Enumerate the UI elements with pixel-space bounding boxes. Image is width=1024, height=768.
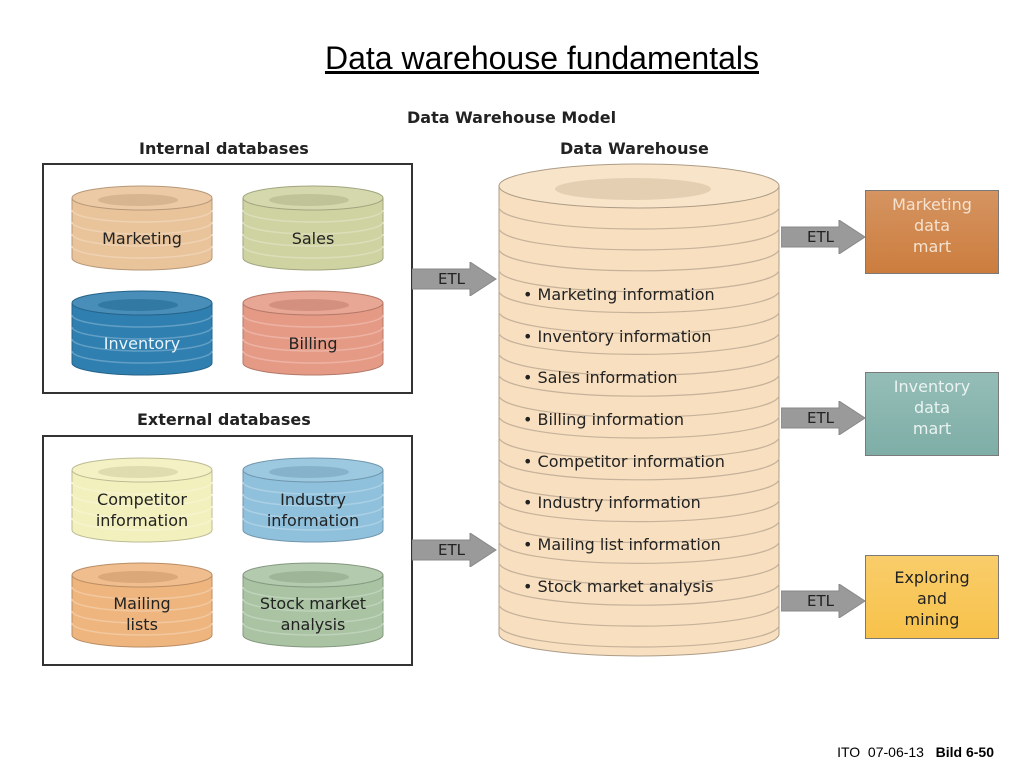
db-inventory-label: Inventory: [103, 334, 181, 353]
etl-arrow-internal: [412, 262, 497, 296]
etl-label-marketing-mart: ETL: [807, 228, 834, 246]
warehouse-heading: Data Warehouse: [560, 139, 709, 158]
db-competitor: Competitor information: [70, 456, 214, 544]
warehouse-item-list: • Marketing information • Inventory info…: [523, 284, 783, 618]
slide-footer: ITO 07-06-13 Bild 6-50: [837, 744, 994, 760]
db-inventory: Inventory: [70, 289, 214, 377]
db-stock: Stock market analysis: [241, 561, 385, 649]
etl-label-internal: ETL: [438, 270, 465, 288]
warehouse-item: • Inventory information: [523, 326, 712, 346]
db-mailing-label: Mailing lists: [113, 594, 171, 634]
db-marketing: Marketing: [70, 184, 214, 272]
warehouse-item: • Competitor information: [523, 451, 725, 471]
db-billing: Billing: [241, 289, 385, 377]
warehouse-item: • Industry information: [523, 493, 701, 513]
marketing-data-mart-label: Marketing data mart: [892, 195, 972, 256]
etl-arrow-exploring: [781, 584, 866, 618]
exploring-mining-label: Exploring and mining: [894, 568, 970, 629]
warehouse-item: • Stock market analysis: [523, 576, 714, 596]
exploring-mining-box: Exploring and mining: [865, 555, 999, 639]
warehouse-item: • Mailing list information: [523, 535, 721, 555]
etl-arrow-inventory-mart: [781, 401, 866, 435]
internal-heading: Internal databases: [139, 139, 309, 158]
etl-label-inventory-mart: ETL: [807, 409, 834, 427]
etl-arrow-marketing-mart: [781, 220, 866, 254]
warehouse-item: • Billing information: [523, 410, 685, 430]
model-heading: Data Warehouse Model: [407, 108, 617, 127]
inventory-data-mart-box: Inventory data mart: [865, 372, 999, 456]
warehouse-cylinder: [498, 163, 780, 657]
footer-slide-number: Bild 6-50: [935, 744, 994, 760]
inventory-data-mart-label: Inventory data mart: [893, 377, 971, 438]
etl-label-external: ETL: [438, 541, 465, 559]
warehouse-item: • Marketing information: [523, 285, 715, 304]
db-stock-label: Stock market analysis: [259, 594, 367, 634]
footer-date: 07-06-13: [867, 744, 924, 760]
db-industry-label: Industry information: [266, 490, 360, 530]
db-marketing-label: Marketing: [102, 229, 182, 248]
db-sales: Sales: [241, 184, 385, 272]
external-heading: External databases: [137, 410, 311, 429]
db-industry: Industry information: [241, 456, 385, 544]
db-competitor-label: Competitor information: [95, 490, 189, 530]
etl-label-exploring: ETL: [807, 592, 834, 610]
marketing-data-mart-box: Marketing data mart: [865, 190, 999, 274]
etl-arrow-external: [412, 533, 497, 567]
footer-course: ITO: [837, 744, 861, 760]
slide-title: Data warehouse fundamentals: [324, 40, 760, 76]
db-mailing: Mailing lists: [70, 561, 214, 649]
db-billing-label: Billing: [288, 334, 338, 353]
warehouse-item: • Sales information: [523, 368, 678, 388]
db-sales-label: Sales: [291, 229, 335, 248]
